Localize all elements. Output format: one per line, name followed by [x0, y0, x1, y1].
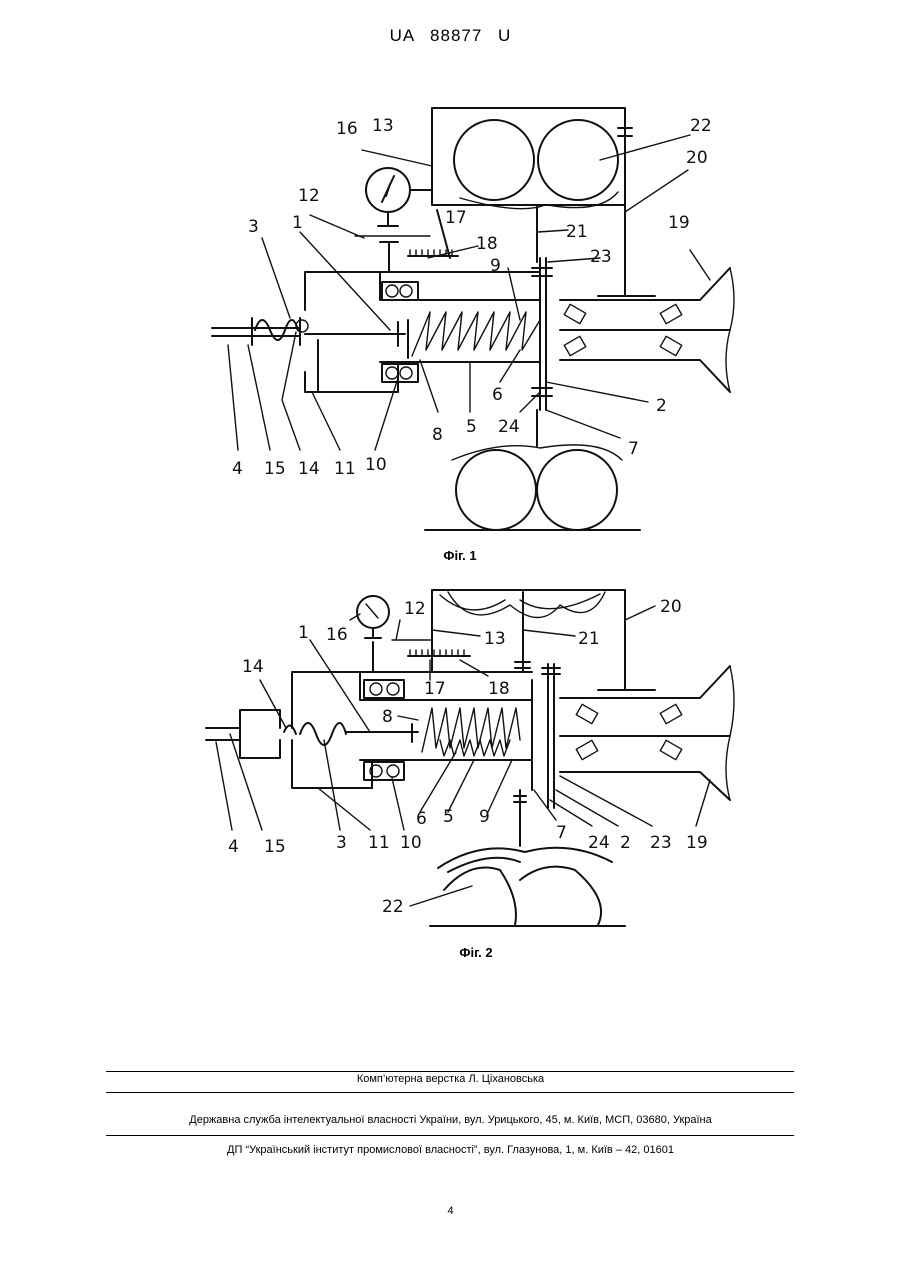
- fig2-label: 10: [400, 833, 422, 853]
- fig2-label: 5: [443, 807, 454, 827]
- footer-rule-middle: [106, 1092, 794, 1093]
- fig2-bottom-wheel-assembly: [430, 790, 625, 926]
- fig2-axle-assembly: [560, 666, 734, 800]
- fig2-label: 7: [556, 823, 567, 843]
- figure-2-caption: Фіг. 2: [416, 945, 536, 960]
- fig2-label: 20: [660, 597, 682, 617]
- page-number: 4: [0, 1205, 901, 1217]
- fig2-label: 19: [686, 833, 708, 853]
- fig2-label: 14: [242, 657, 264, 677]
- fig2-label: 16: [326, 625, 348, 645]
- fig2-label: 18: [488, 679, 510, 699]
- fig2-label: 22: [382, 897, 404, 917]
- fig2-label: 11: [368, 833, 390, 853]
- fig2-label: 23: [650, 833, 672, 853]
- fig2-reference-numerals: 12 20 16 13 21 1 14 18 17 8 4 15 3 11 10…: [228, 597, 708, 917]
- fig2-label: 21: [578, 629, 600, 649]
- fig2-label: 13: [484, 629, 506, 649]
- fig2-label: 6: [416, 809, 427, 829]
- fig2-leader-lines: [216, 606, 710, 906]
- fig2-label: 12: [404, 599, 426, 619]
- fig2-label: 3: [336, 833, 347, 853]
- fig2-label: 2: [620, 833, 631, 853]
- fig2-label: 17: [424, 679, 446, 699]
- fig2-label: 1: [298, 623, 309, 643]
- fig2-label: 4: [228, 837, 239, 857]
- composer-credit: Комп’ютерна верстка Л. Ціхановська: [0, 1073, 901, 1085]
- institute-address: ДП “Український інститут промислової вла…: [0, 1144, 901, 1156]
- footer-rule-top: [106, 1071, 794, 1072]
- fig2-label: 24: [588, 833, 610, 853]
- fig2-label: 8: [382, 707, 393, 727]
- footer-rule-bottom: [106, 1135, 794, 1136]
- agency-address: Державна служба інтелектуальної власност…: [0, 1114, 901, 1126]
- fig2-label: 15: [264, 837, 286, 857]
- fig2-label: 9: [479, 807, 490, 827]
